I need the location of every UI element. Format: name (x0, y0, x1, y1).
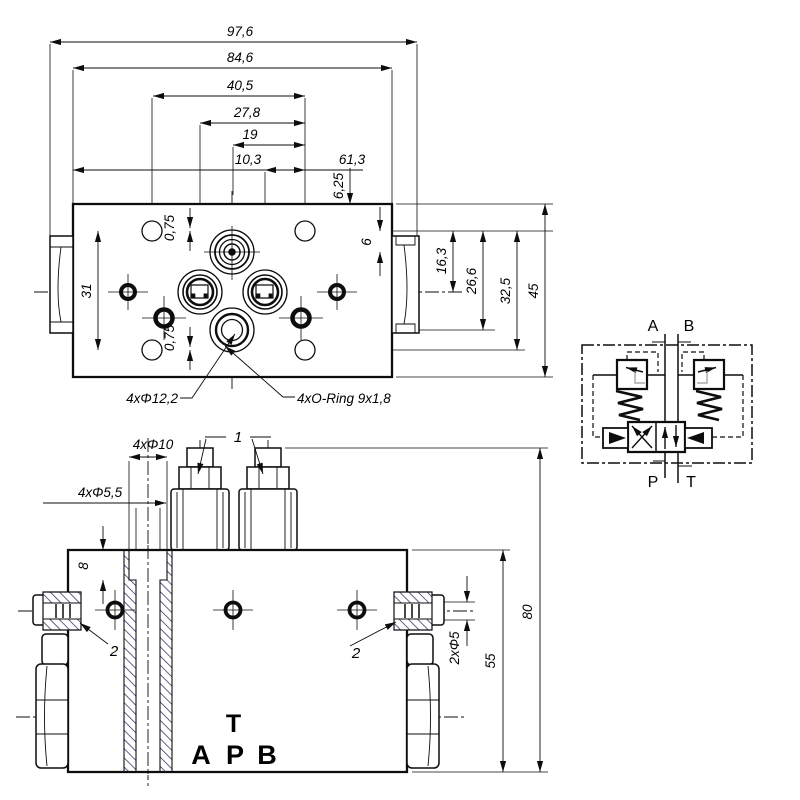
schematic-port-b: B (684, 318, 695, 335)
port-letter-a: A (191, 740, 211, 770)
top-view-leaders: 4xΦ12,2 4xO-Ring 9x1,8 (126, 334, 391, 406)
hex-plug-right-big (407, 634, 439, 768)
schematic-port-p: P (648, 474, 659, 491)
item-plug-right: 2 (351, 645, 361, 662)
section-hole (124, 545, 172, 780)
label-counterbore: 4xΦ12,2 (126, 391, 178, 406)
dim-edge-to-hole: 61,3 (339, 152, 366, 167)
port-top (204, 226, 260, 280)
side-plug-left-top-view (50, 236, 73, 333)
relief-valve-right (678, 352, 743, 437)
top-view: 97,6 84,6 40,5 27,8 19 10,3 61,3 6,25 6 … (34, 24, 553, 406)
dim-offset-top: 0,75 (162, 214, 177, 241)
dim-port-drop: 6 (359, 238, 374, 246)
front-view: 4xΦ10 4xΦ5,5 8 2xΦ5 55 80 1 2 2 (16, 429, 548, 786)
schematic-port-t: T (686, 474, 696, 491)
label-oring: 4xO-Ring 9x1,8 (297, 391, 391, 406)
front-view-dimensions: 4xΦ10 4xΦ5,5 8 2xΦ5 55 80 (43, 437, 544, 772)
dim-row-center: 16,3 (434, 247, 449, 274)
valve-cartridge-right (239, 448, 297, 550)
face-holes (95, 590, 377, 630)
schematic-port-a: A (648, 318, 659, 335)
dim-overall-width: 97,6 (227, 24, 254, 39)
dim-overall-height: 80 (520, 604, 535, 620)
dim-counterbore: 4xΦ10 (133, 437, 174, 452)
schematic-boundary (582, 345, 752, 463)
dim-height: 45 (526, 283, 541, 299)
dim-hole-span: 40,5 (227, 78, 254, 93)
dim-top-offset: 6,25 (331, 172, 346, 199)
pilot-holes (108, 274, 357, 340)
dim-cb-depth: 8 (76, 562, 91, 570)
dim-orifice: 2xΦ5 (447, 631, 462, 666)
mounting-holes (142, 221, 315, 360)
port-letter-b: B (257, 740, 277, 770)
hydraulic-schematic: A B P T (582, 318, 752, 491)
orifice-plug-right (394, 592, 444, 630)
hex-plug-left-big (36, 634, 68, 768)
item-leaders: 1 2 2 (80, 429, 396, 662)
item-plug-left: 2 (109, 643, 119, 660)
dim-through-hole: 4xΦ5,5 (78, 485, 123, 500)
orifice-plug-left (33, 592, 81, 630)
dim-port-span: 27,8 (233, 105, 261, 120)
port-right (243, 270, 287, 314)
top-view-dimensions: 97,6 84,6 40,5 27,8 19 10,3 61,3 6,25 6 … (50, 24, 549, 377)
relief-valve-left (593, 352, 665, 437)
dim-port-offset: 10,3 (235, 152, 262, 167)
port-letters: T A P B (191, 710, 277, 770)
port-lines (652, 334, 692, 483)
dim-hole-vspan: 31 (79, 283, 94, 298)
dim-row-hole: 32,5 (498, 277, 513, 304)
dim-body-width: 84,6 (227, 50, 254, 65)
directional-valve (603, 422, 712, 452)
side-plug-right-top-view (392, 236, 419, 333)
dim-offset-bottom: 0,75 (162, 324, 177, 351)
port-left (178, 270, 222, 314)
dim-center-to-hole: 19 (242, 127, 258, 142)
valve-cartridge-left (171, 448, 229, 550)
port-letter-p: P (226, 740, 244, 770)
item-valve: 1 (234, 429, 242, 446)
dim-body-height: 55 (483, 653, 498, 669)
port-letter-t: T (226, 710, 242, 738)
dim-row-port: 26,6 (464, 267, 479, 295)
